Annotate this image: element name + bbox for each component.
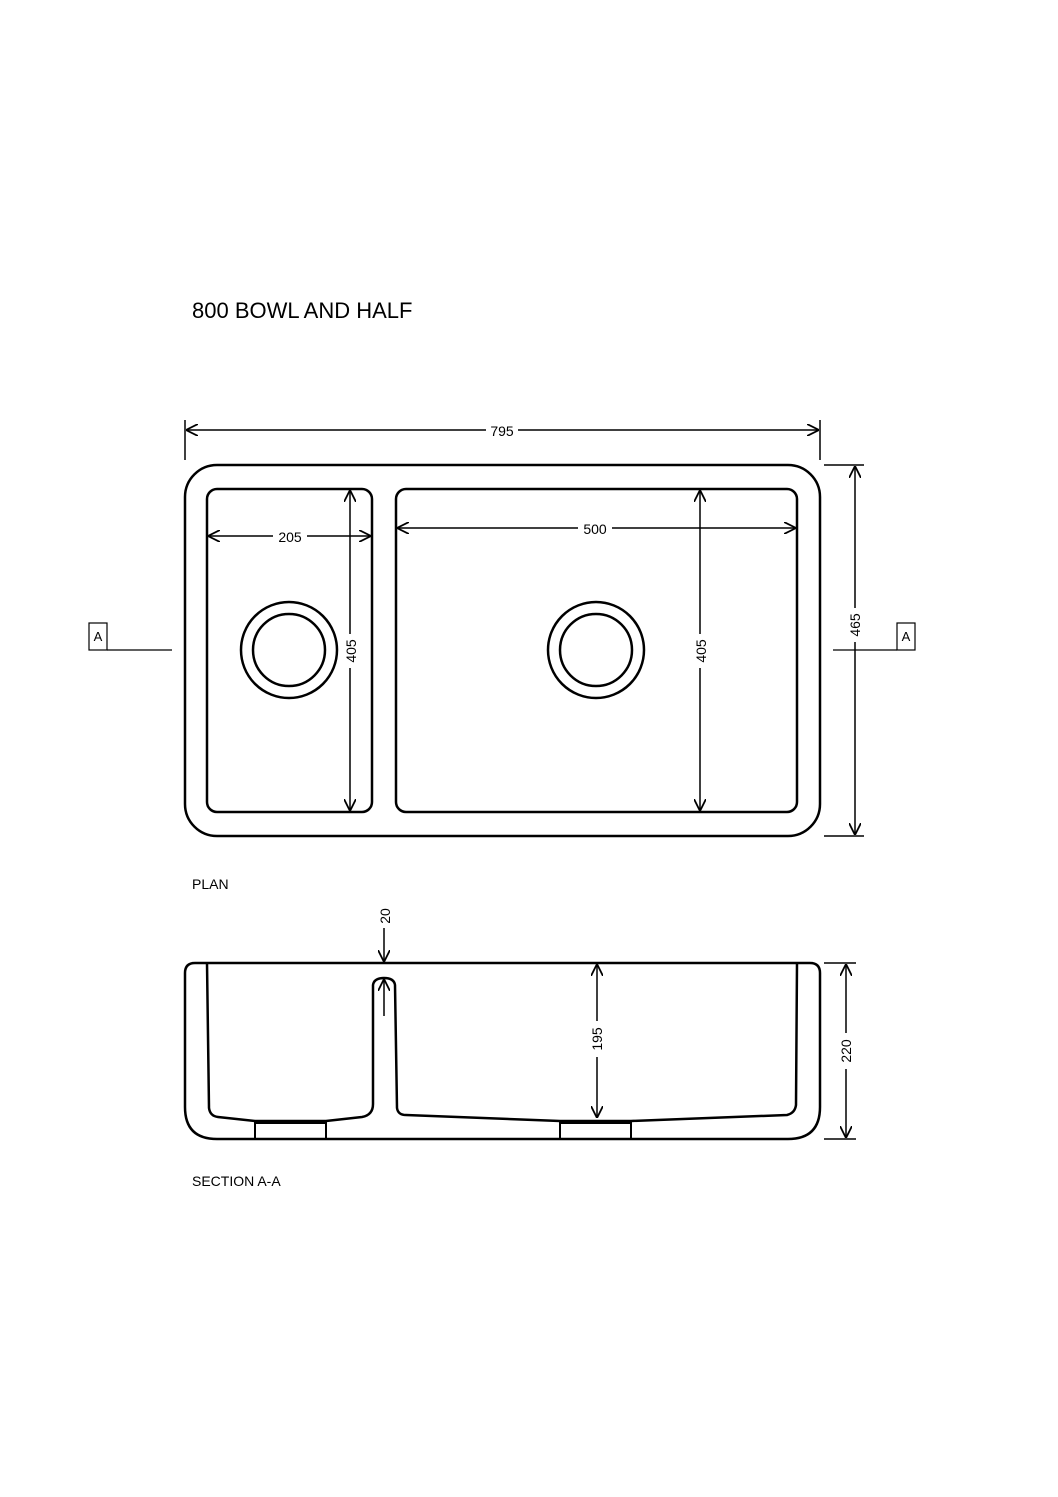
dim-bowl-depth-label: 195 [589,1027,605,1051]
sink-outline-plan [183,463,822,838]
large-bowl-waste-section [559,1121,632,1139]
dim-small-bowl-length: 405 [343,490,359,811]
section-marker-left: A [88,622,172,651]
dim-large-bowl-length-label: 405 [693,639,709,663]
large-bowl-waste [546,600,646,700]
drawing-title: 800 BOWL AND HALF [192,298,412,323]
sink-section-profile [183,961,822,1141]
dim-large-bowl-length: 405 [693,490,709,811]
dim-small-bowl-width-label: 205 [278,529,302,545]
dim-overall-height-label: 220 [838,1039,854,1063]
dim-large-bowl-width: 500 [397,521,796,537]
section-marker-right-label: A [902,629,911,644]
dim-divider-drop-label: 20 [377,908,393,924]
dim-overall-height: 220 [824,962,856,1140]
small-bowl-waste [239,600,339,700]
dim-bowl-depth: 195 [589,964,605,1118]
dim-overall-depth-label: 465 [847,613,863,637]
dim-overall-width-label: 795 [490,423,514,439]
small-bowl-section [205,962,799,1123]
section-view: 20 195 220 [183,908,856,1141]
section-label: SECTION A-A [192,1173,281,1189]
dim-large-bowl-width-label: 500 [583,521,607,537]
dim-small-bowl-length-label: 405 [343,639,359,663]
section-marker-right: A [833,622,916,651]
section-marker-left-label: A [94,629,103,644]
plan-label: PLAN [192,876,229,892]
dim-small-bowl-width: 205 [208,529,371,545]
large-bowl-plan [394,487,799,814]
dim-divider-drop: 20 [377,908,393,1016]
small-bowl-waste-section [254,1121,327,1139]
dim-overall-width: 795 [184,420,821,460]
small-bowl-plan [205,487,374,814]
plan-view: 795 465 205 405 500 [88,420,916,838]
